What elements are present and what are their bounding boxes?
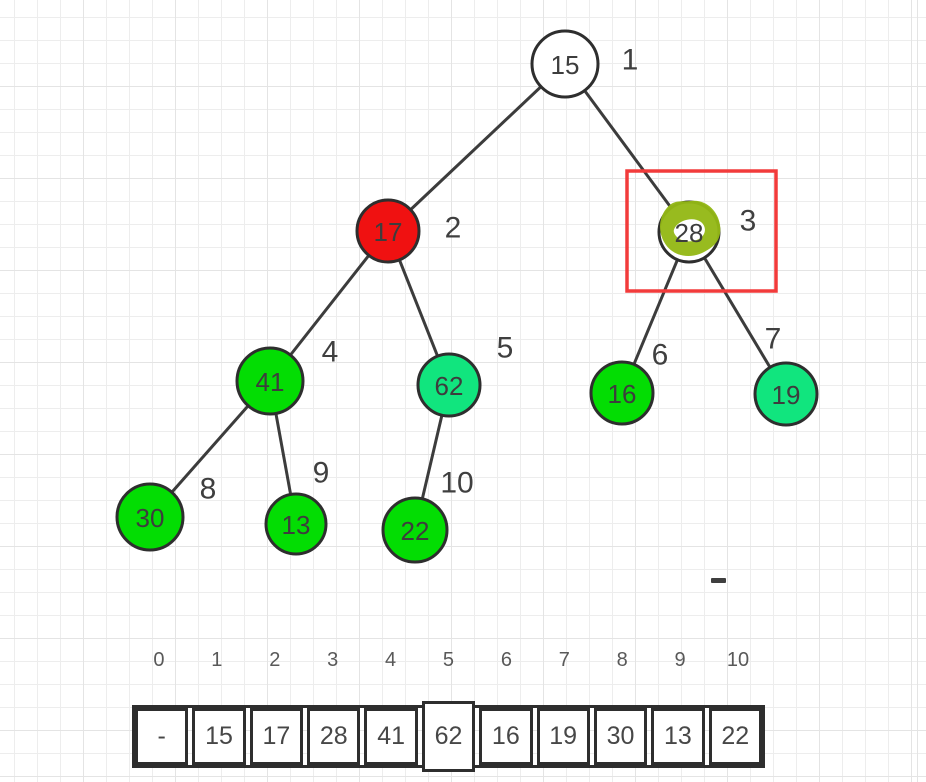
tree-node-62: 62 5 xyxy=(416,332,514,418)
node-value: 16 xyxy=(608,379,637,409)
array-cell-3: 28 xyxy=(307,708,361,765)
array-cell-9: 13 xyxy=(651,708,705,765)
node-circle xyxy=(264,492,328,556)
tree-node-16: 16 6 xyxy=(589,339,669,426)
tree-node-13: 139 xyxy=(264,457,330,556)
node-position-label: 7 xyxy=(765,323,782,356)
node-position-label: 4 xyxy=(322,336,339,369)
array-cell-1: 15 xyxy=(192,708,246,765)
array-cell-6: 16 xyxy=(479,708,533,765)
node-position-label: 8 xyxy=(200,473,217,506)
array-index-label: 7 xyxy=(558,648,570,671)
tree-node-30: 30 8 xyxy=(115,473,217,552)
node-position-label: 1 xyxy=(622,44,639,77)
tree-node-22: 22 10 xyxy=(381,467,474,564)
node-value: 19 xyxy=(772,380,801,410)
node-position-label: 6 xyxy=(652,339,669,372)
array-cell-7: 19 xyxy=(536,708,590,765)
array-index-label: 9 xyxy=(674,648,686,671)
tree-node-15: 15 1 xyxy=(530,29,639,99)
tree-edge-15-28 xyxy=(563,63,691,233)
node-circle xyxy=(530,29,600,99)
array-cell-10: 22 xyxy=(708,708,762,765)
node-circle xyxy=(753,361,819,427)
node-circle xyxy=(381,496,449,564)
node-circle xyxy=(355,198,421,264)
node-value: 41 xyxy=(256,367,285,397)
node-position-label: 10 xyxy=(440,467,473,500)
node-circle xyxy=(589,360,655,426)
array-cell-2: 17 xyxy=(249,708,304,765)
node-value: 13 xyxy=(282,510,311,540)
node-circle xyxy=(235,346,305,416)
node-position-label: 3 xyxy=(740,205,757,238)
node-value: 17 xyxy=(374,217,403,247)
tree-node-19: 19 7 xyxy=(753,323,819,427)
array-index-label: 6 xyxy=(500,648,512,671)
node-circle xyxy=(416,352,482,418)
array-index-label: 4 xyxy=(385,648,397,671)
node-position-label: 9 xyxy=(313,457,330,490)
node-value: 15 xyxy=(551,50,580,80)
tree-node-28: 28 3 xyxy=(657,200,757,264)
node-position-label: 5 xyxy=(497,332,514,365)
node-position-label: 2 xyxy=(445,212,462,245)
array-index-label: 1 xyxy=(211,648,223,671)
tree-node-41: 41 4 xyxy=(235,336,339,416)
array-index-label: 3 xyxy=(327,648,339,671)
node-value: 62 xyxy=(435,371,464,401)
tree-edge-15-17 xyxy=(386,62,567,233)
node-value: 28 xyxy=(675,218,704,248)
array-cell-0: - xyxy=(135,708,189,765)
array-cell-8: 30 xyxy=(593,708,648,765)
array-index-label: 2 xyxy=(269,648,281,671)
tree-node-17: 17 2 xyxy=(355,198,462,264)
array-index-row: 0 1 2 3 4 5 6 7 8 9 10 xyxy=(132,646,765,674)
highlight-rectangle xyxy=(625,169,778,293)
array-index-label: 5 xyxy=(442,648,455,671)
stray-dash-mark xyxy=(711,578,726,583)
node-value: 30 xyxy=(136,503,165,533)
array-index-label: 10 xyxy=(726,648,750,671)
green-marker-scribble xyxy=(660,200,721,257)
array-cell-4: 41 xyxy=(364,708,418,765)
array-index-label: 0 xyxy=(153,648,165,671)
array-index-label: 8 xyxy=(616,648,628,671)
array-cell-5: 62 xyxy=(421,701,476,772)
node-circle xyxy=(115,482,185,552)
node-value: 22 xyxy=(401,516,430,546)
